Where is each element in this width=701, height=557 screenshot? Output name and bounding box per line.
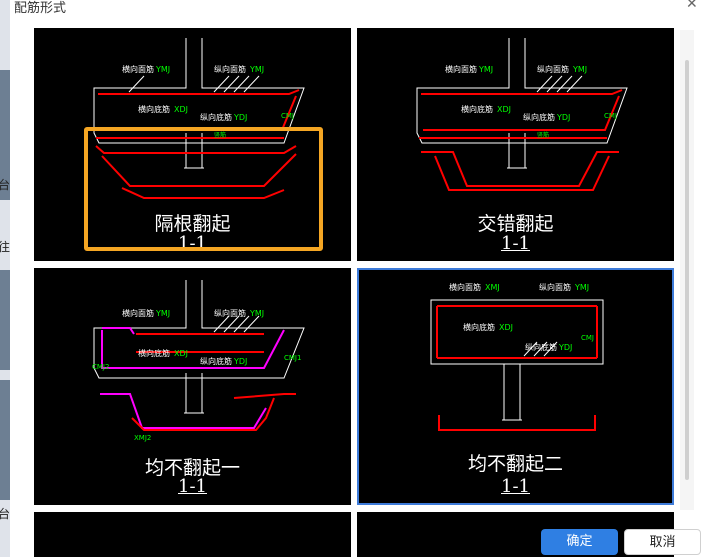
label-ymj: 纵向面筋 (537, 64, 569, 74)
label-ymj-tag: YMJ (478, 65, 493, 74)
background-panel (0, 380, 10, 500)
label-ydj-tag: YDJ (233, 113, 247, 122)
label-xdj-tag: XDJ (497, 105, 511, 114)
rebar-diagram-1: 横向面筋 YMJ 纵向面筋 YMJ 横向底筋 XDJ 纵向底筋 YDJ CMJ … (93, 38, 305, 199)
option-card-2[interactable]: 横向面筋 YMJ 纵向面筋 YMJ 横向底筋 XDJ 纵向底筋 YDJ CMJ … (357, 28, 674, 261)
label-ymj-tag: YMJ (249, 309, 264, 318)
label-xmj-tag: XMJ (485, 283, 500, 292)
section-label: 1-1 (501, 233, 530, 254)
close-icon[interactable]: ✕ (686, 0, 698, 12)
label-ymj: 纵向面筋 (539, 282, 571, 292)
label-ydj: 纵向底筋 (523, 112, 555, 122)
option-card-5[interactable] (34, 512, 351, 557)
option-card-6[interactable] (357, 512, 674, 557)
label-cmj2-tag: CMJ2 (92, 363, 109, 371)
label-ymj: 纵向面筋 (214, 64, 246, 74)
label-ydj: 纵向底筋 (200, 356, 232, 366)
section-label: 1-1 (501, 476, 530, 497)
ok-button[interactable]: 确定 (541, 529, 618, 555)
rebar-diagram-2: 横向面筋 YMJ 纵向面筋 YMJ 横向底筋 XDJ 纵向底筋 YDJ CMJ … (416, 38, 628, 191)
label-cmj-tag: CMJ (281, 112, 294, 120)
label-cmj-tag: CMJ (604, 112, 617, 120)
label-hmj: 横向面筋 (122, 64, 154, 74)
label-xdj-tag: XDJ (174, 349, 188, 358)
label-sjj: 竖筋 (537, 131, 549, 139)
label-sjj: 竖筋 (214, 131, 226, 139)
label-cmj-tag: CMJ (581, 334, 594, 342)
option-card-4[interactable]: 横向面筋 XMJ 纵向面筋 YMJ 横向底筋 XDJ 纵向底筋 YDJ CMJ … (357, 268, 674, 505)
option-caption: 交错翻起 (477, 213, 554, 235)
option-card-3[interactable]: 横向面筋 YMJ 纵向面筋 YMJ 横向底筋 XDJ 纵向底筋 YDJ CMJ1… (34, 268, 351, 505)
background-window-strip: 台 往 台 (0, 0, 10, 557)
dialog-title: 配筋形式 (14, 1, 67, 16)
label-ydj-tag: YDJ (556, 113, 570, 122)
fragment-text: 台 (0, 507, 11, 521)
label-ymj-tag: YMJ (572, 65, 587, 74)
vertical-scrollbar[interactable] (680, 30, 694, 510)
highlight-box (84, 127, 323, 251)
label-xdj: 横向底筋 (138, 348, 170, 358)
option-caption: 隔根翻起 (154, 213, 231, 235)
label-xdj: 横向底筋 (461, 104, 493, 114)
label-hmj: 横向面筋 (122, 308, 154, 318)
option-caption: 均不翻起一 (144, 457, 240, 479)
label-xdj: 横向底筋 (138, 104, 170, 114)
label-xdj: 横向底筋 (463, 322, 495, 332)
option-caption: 均不翻起二 (467, 453, 563, 475)
label-ymj-tag: YMJ (155, 65, 170, 74)
label-xdj-tag: XDJ (499, 323, 513, 332)
label-ymj-tag: YMJ (155, 309, 170, 318)
label-ymj: 纵向面筋 (214, 308, 246, 318)
label-ymj-tag: YMJ (249, 65, 264, 74)
rebar-diagram-3: 横向面筋 YMJ 纵向面筋 YMJ 横向底筋 XDJ 纵向底筋 YDJ CMJ1… (92, 280, 305, 442)
label-ymj-tag: YMJ (574, 283, 589, 292)
label-xmj2-tag: XMJ2 (134, 434, 151, 442)
label-hmj: 横向面筋 (445, 64, 477, 74)
section-label: 1-1 (178, 476, 207, 497)
label-cmj1-tag: CMJ1 (284, 354, 301, 362)
label-hmj: 横向面筋 (449, 282, 481, 292)
fragment-text: 往 (0, 240, 11, 254)
label-ydj: 纵向底筋 (525, 342, 557, 352)
background-panel (0, 70, 10, 200)
label-xdj-tag: XDJ (174, 105, 188, 114)
background-panel (0, 270, 10, 370)
scrollbar-thumb[interactable] (685, 60, 689, 480)
fragment-text: 台 (0, 178, 11, 192)
rebar-diagram-4: 横向面筋 XMJ 纵向面筋 YMJ 横向底筋 XDJ 纵向底筋 YDJ CMJ (430, 282, 604, 431)
label-ydj-tag: YDJ (558, 343, 572, 352)
cancel-button[interactable]: 取消 (624, 529, 701, 555)
label-ydj: 纵向底筋 (200, 112, 232, 122)
label-ydj-tag: YDJ (233, 357, 247, 366)
